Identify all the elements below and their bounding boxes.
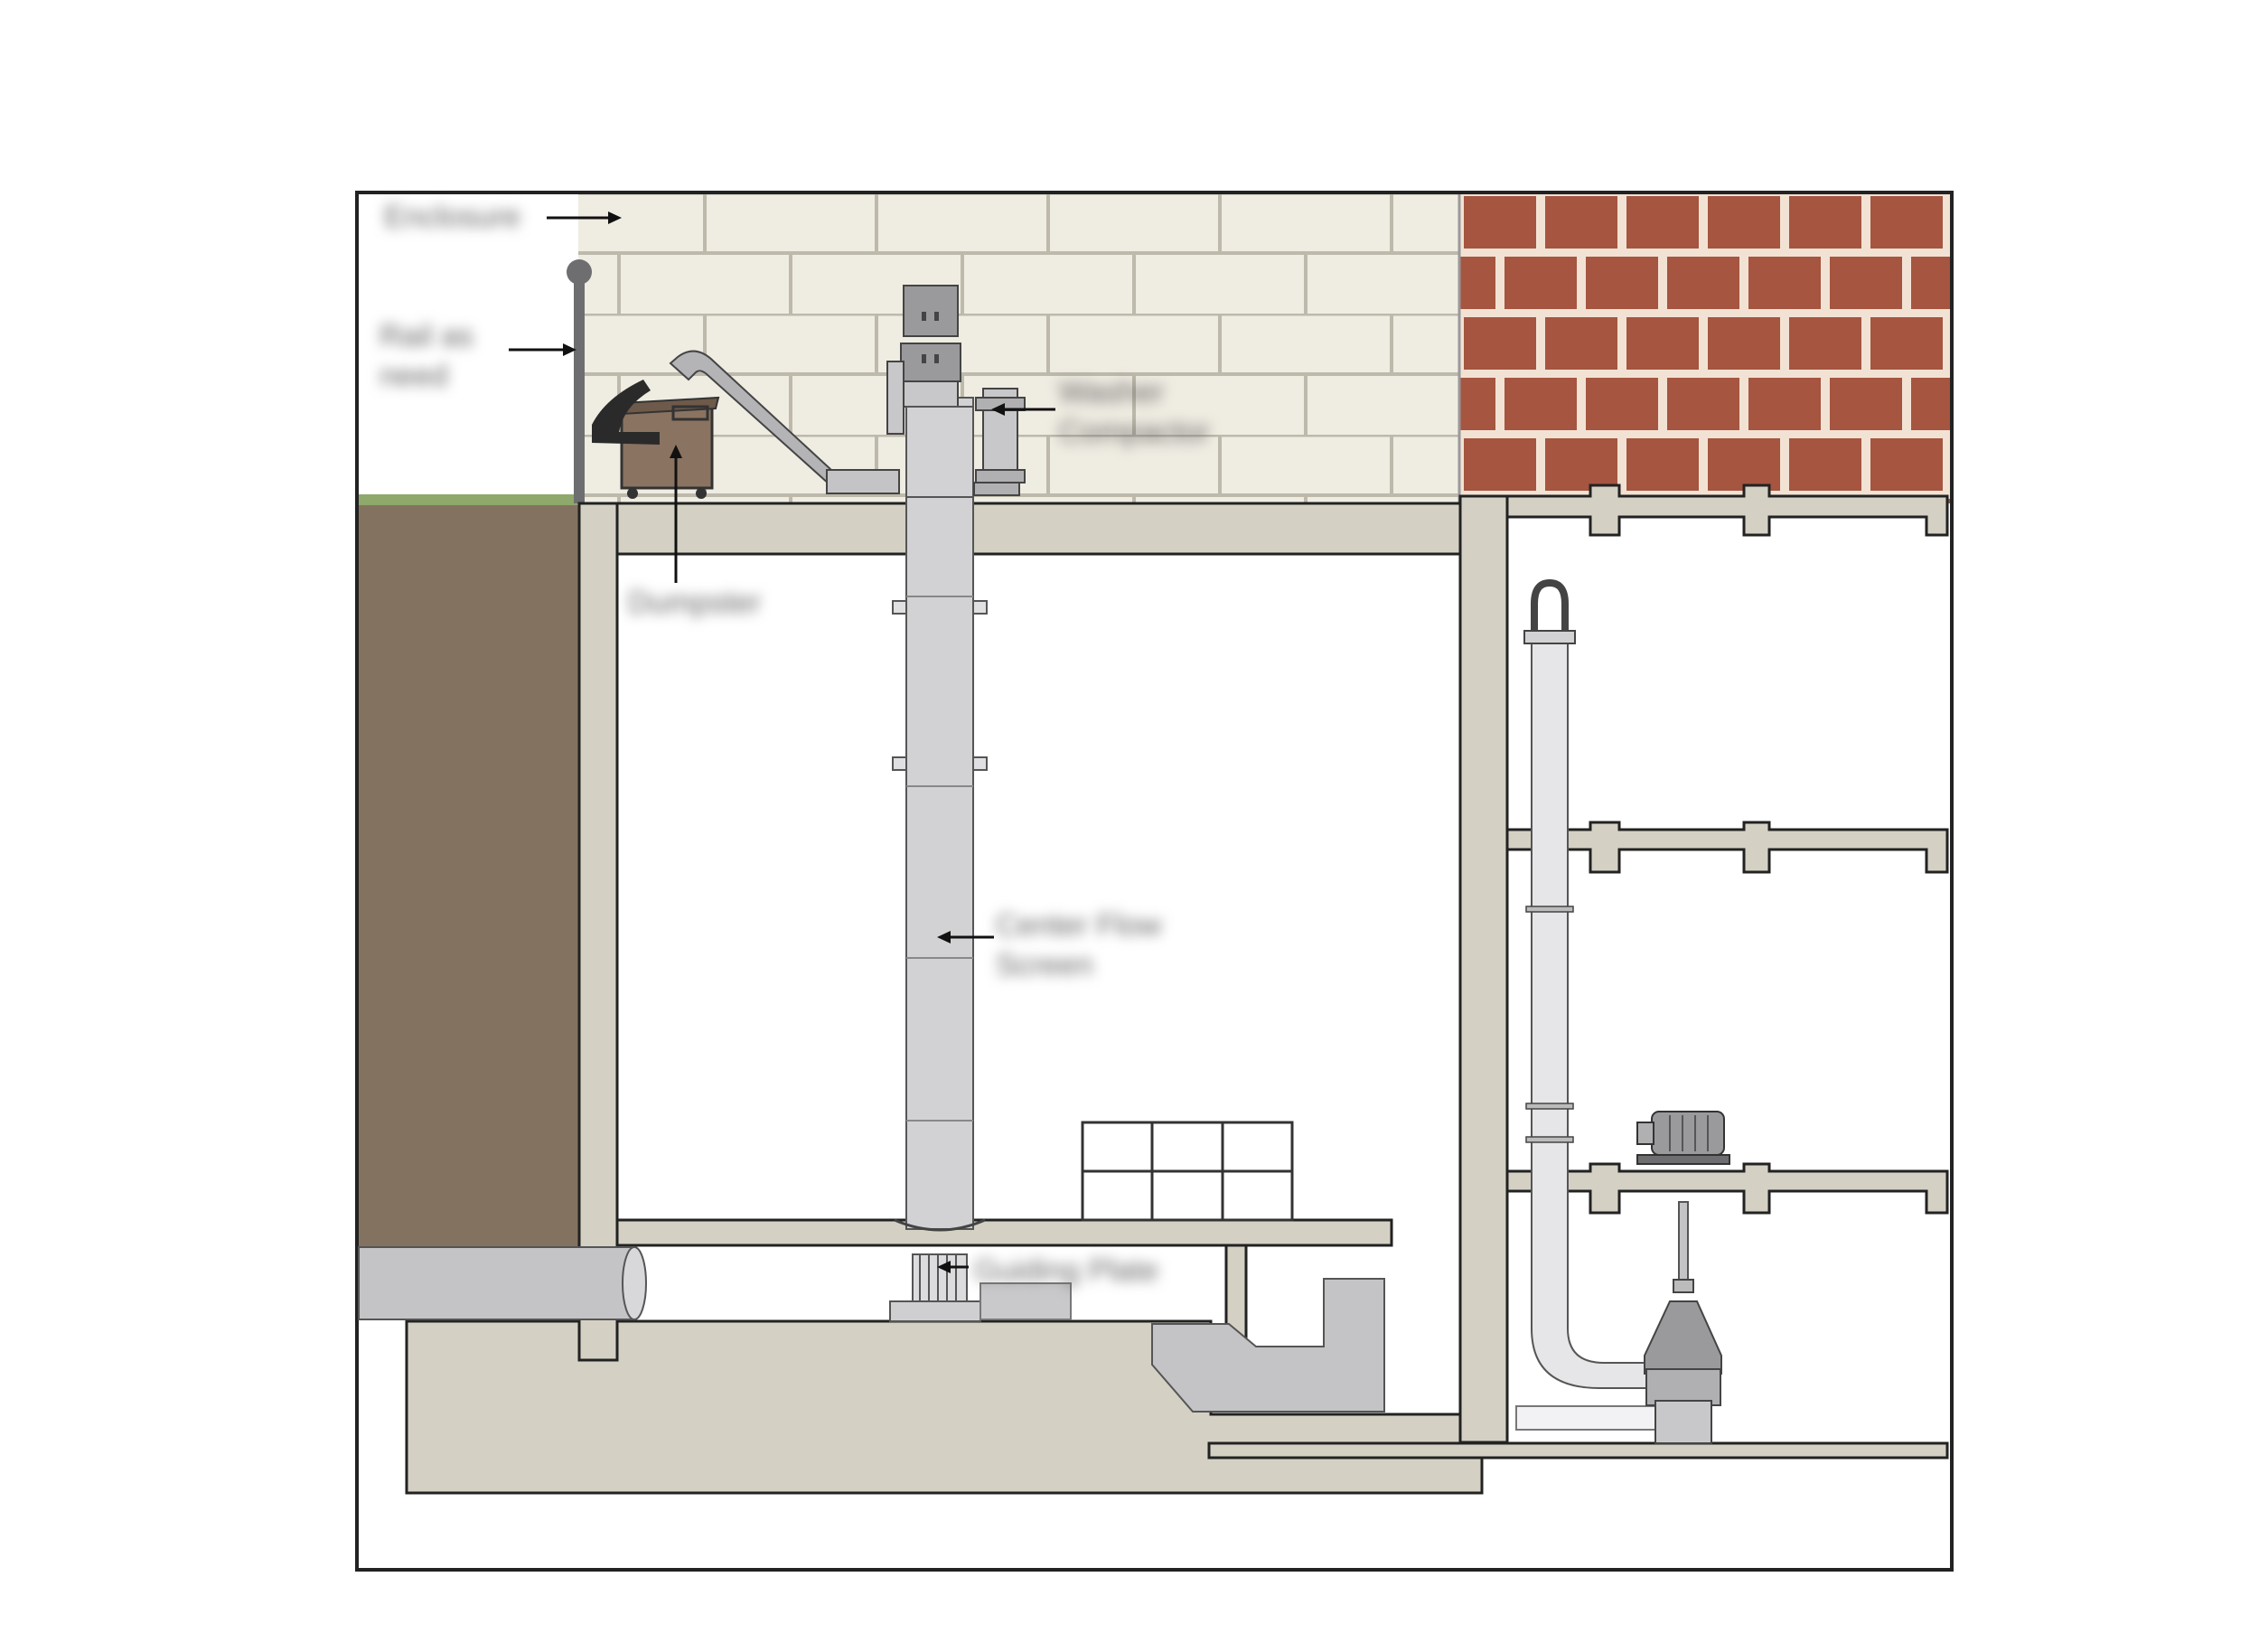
- left-wall: [577, 502, 619, 1362]
- dumpster-hood: [592, 380, 660, 445]
- dumpster-wheel: [627, 488, 638, 499]
- pipe-gooseneck: [1531, 578, 1569, 633]
- dumpster: [620, 401, 714, 490]
- label-grating: Guiding Plate: [974, 1253, 1159, 1288]
- pipe-clamp: [1525, 906, 1574, 913]
- drive-slot: [934, 354, 939, 363]
- drive-collar: [903, 380, 959, 408]
- arrowhead-screen: [937, 931, 951, 943]
- arrowhead-drive: [991, 403, 1005, 416]
- suction-duct: [1151, 1278, 1385, 1413]
- arrowhead-dumpster: [670, 445, 682, 458]
- shaft-coupling: [1673, 1279, 1694, 1293]
- drive-slot: [922, 312, 926, 321]
- grass: [359, 494, 581, 505]
- dry-well-floor: [1207, 1441, 1949, 1460]
- dumpster-wheel: [696, 488, 707, 499]
- screen-bracket: [972, 756, 988, 771]
- middle-wall: [1458, 494, 1509, 1444]
- compactor-flange: [975, 469, 1026, 483]
- arrowhead-grating: [937, 1261, 951, 1273]
- dumpster-handle: [671, 405, 709, 421]
- drive-housing-top: [903, 285, 959, 337]
- pipe-clamp: [1525, 1136, 1574, 1143]
- handrail-post: [574, 271, 585, 503]
- screen-bracket: [892, 600, 907, 615]
- label-dumpster: Dumpster: [628, 586, 762, 620]
- motor-base: [1636, 1154, 1730, 1165]
- discharge-pipe: [1531, 639, 1664, 1389]
- top-slab: [577, 502, 1462, 556]
- label-rail: Rail as need: [380, 319, 473, 393]
- pump-casing: [1645, 1368, 1721, 1406]
- label-drive: Washer Compactor: [1059, 375, 1210, 449]
- intermediate-slab: [615, 1218, 1393, 1247]
- grating-base: [889, 1300, 981, 1322]
- screen-column: [905, 397, 974, 1230]
- suction-pipe: [1515, 1405, 1657, 1431]
- slab-penetration: [894, 1218, 986, 1232]
- screen-bracket: [892, 756, 907, 771]
- block-wall: [578, 194, 1459, 503]
- guide-plate: [980, 1282, 1072, 1320]
- motor: [1651, 1111, 1725, 1156]
- discharge-chute: [669, 350, 895, 493]
- arrowhead-enclosure: [608, 211, 622, 224]
- brick-wall: [1459, 194, 1950, 503]
- pump-shaft: [1678, 1201, 1689, 1284]
- compactor-base: [973, 482, 1020, 496]
- drive-shaft: [886, 361, 905, 435]
- pipe-clamp: [1525, 1103, 1574, 1110]
- pipe-flange: [1523, 630, 1576, 644]
- drive-housing-mid: [900, 343, 961, 382]
- chute-base: [826, 469, 900, 494]
- soil: [359, 503, 581, 1253]
- floor-slab-2: [1505, 821, 1949, 874]
- floor-slab-3: [1505, 1162, 1949, 1215]
- inlet-pipe: [358, 1246, 635, 1320]
- screen-head: [905, 406, 974, 498]
- inlet-pipe-end: [622, 1246, 647, 1320]
- label-enclosure: Enclosure: [384, 200, 521, 234]
- label-screen: Center Flow Screen: [996, 908, 1162, 982]
- drive-slot: [922, 354, 926, 363]
- drive-slot: [934, 312, 939, 321]
- screen-bracket: [972, 600, 988, 615]
- handrail-knob: [567, 259, 592, 285]
- floor-slab-1: [1505, 483, 1949, 537]
- arrowhead-rail: [563, 343, 576, 356]
- pump-base: [1654, 1400, 1712, 1444]
- motor-endcap: [1636, 1122, 1654, 1145]
